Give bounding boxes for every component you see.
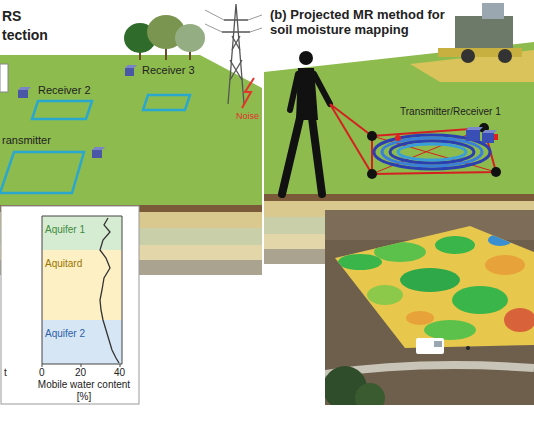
- aerial-photo-part-part: [400, 268, 460, 292]
- instrument-unit-part: [482, 133, 494, 143]
- station-box: [0, 64, 8, 92]
- harvester-part: [482, 3, 504, 19]
- aquifer-band-fill: [42, 216, 122, 250]
- instrument-unit-part: [482, 130, 497, 133]
- walking-person-part: [282, 118, 300, 194]
- tick-label: 40: [114, 367, 125, 379]
- aerial-photo: [325, 210, 534, 405]
- receiver-unit-part: [125, 65, 137, 68]
- aquitard-band-fill: [42, 250, 122, 320]
- band-label: Aquitard: [45, 258, 82, 270]
- band-label: Aquifer 1: [45, 224, 85, 236]
- power-tower-part: [230, 36, 242, 80]
- aerial-photo-part-part: [325, 220, 534, 360]
- chart-axes-part: [42, 216, 122, 364]
- power-tower-part: [228, 4, 244, 104]
- aerial-photo-part-part: [435, 236, 475, 254]
- ground-surface: [0, 55, 262, 205]
- panel-title: (b) Projected MR method for soil moistur…: [270, 8, 455, 38]
- receiver-label: Receiver 2: [38, 84, 91, 97]
- panel-title: tection: [2, 27, 48, 43]
- mr-coil-part: [390, 141, 474, 163]
- instrument-unit-part: [466, 130, 480, 141]
- ground-surface: [264, 42, 534, 194]
- tick-label: 0: [39, 367, 45, 379]
- trees-part: [175, 24, 205, 52]
- water-content-profile: [100, 218, 119, 363]
- band-label: Aquifer 2: [45, 328, 85, 340]
- transmitter-label: ransmitter: [2, 134, 51, 147]
- frame-wheels-part: [367, 169, 377, 179]
- transmitter-loop: [0, 152, 84, 193]
- aquitard-band: Aquitard: [42, 250, 122, 320]
- band-fills: [42, 216, 122, 364]
- receiver-loop: [32, 101, 92, 119]
- instrument-unit-part: [494, 134, 498, 140]
- walking-person-part: [312, 118, 322, 194]
- tow-frame-part: [372, 128, 496, 174]
- receiver-unit-part: [18, 87, 31, 90]
- walking-person: [282, 51, 330, 194]
- mr-coil-part: [398, 144, 466, 160]
- receiver-unit-part: [92, 150, 102, 158]
- aerial-photo-part-part: [504, 308, 534, 332]
- power-tower-part: [222, 20, 250, 32]
- aerial-photo-part-part: [488, 234, 512, 246]
- receiver-unit-part: [92, 147, 105, 150]
- aerial-photo-part-part: [374, 242, 426, 262]
- aerial-photo-part: [325, 210, 534, 240]
- harvester-part: [498, 49, 512, 63]
- walking-person-part: [299, 51, 313, 65]
- power-tower-part: [205, 10, 262, 32]
- aerial-photo-part-part: [338, 254, 382, 270]
- aerial-photo-part-part: [452, 286, 508, 314]
- walking-person-part: [290, 74, 298, 110]
- aerial-photo-part: [434, 341, 442, 347]
- device-label: Transmitter/Receiver 1: [400, 106, 501, 118]
- aerial-photo-part-part: [485, 255, 525, 275]
- tow-frame-part: [372, 128, 496, 174]
- noise-label: Noise: [236, 111, 259, 121]
- aquifer-band: Aquifer 1: [42, 216, 122, 250]
- panel-title: RS: [2, 8, 21, 24]
- coil-marker: [395, 135, 401, 141]
- receiver-label: Receiver 3: [142, 64, 195, 77]
- frame-wheels: [367, 123, 501, 179]
- mr-coil-part: [382, 138, 482, 166]
- aerial-photo-part: [416, 338, 444, 354]
- harvester-part: [455, 16, 513, 50]
- receiver-loop: [143, 95, 190, 110]
- aquifer-band: Aquifer 2: [42, 320, 122, 364]
- axis-title: Mobile water content [%]: [34, 379, 134, 402]
- aerial-photo-part: [355, 383, 385, 405]
- receiver-unit-part: [18, 90, 28, 98]
- inset-chart: [1, 206, 139, 404]
- frame-wheels-part: [367, 131, 377, 141]
- tick-label: 20: [75, 367, 86, 379]
- aerial-photo-part-part: [367, 285, 403, 305]
- trees: [124, 15, 205, 60]
- aerial-photo-part: [325, 220, 534, 360]
- aerial-photo-part-part: [406, 311, 434, 325]
- axis-label: t: [4, 367, 7, 379]
- aerial-photo-part-part: [424, 320, 476, 340]
- walking-person-part: [314, 74, 330, 104]
- instrument-unit: [466, 127, 498, 143]
- instrument-unit-part: [466, 127, 483, 130]
- chart-axes-part: [42, 364, 120, 367]
- power-tower: [205, 4, 262, 104]
- noise-lightning: [242, 78, 254, 108]
- inset-chart-part: [1, 206, 139, 404]
- harvester-part: [461, 49, 475, 63]
- tow-frame-part: [330, 104, 372, 174]
- chart-axes: [42, 216, 122, 367]
- aerial-photo-part: [466, 346, 470, 350]
- receiver-unit-part: [125, 68, 134, 76]
- frame-wheels-part: [491, 167, 501, 177]
